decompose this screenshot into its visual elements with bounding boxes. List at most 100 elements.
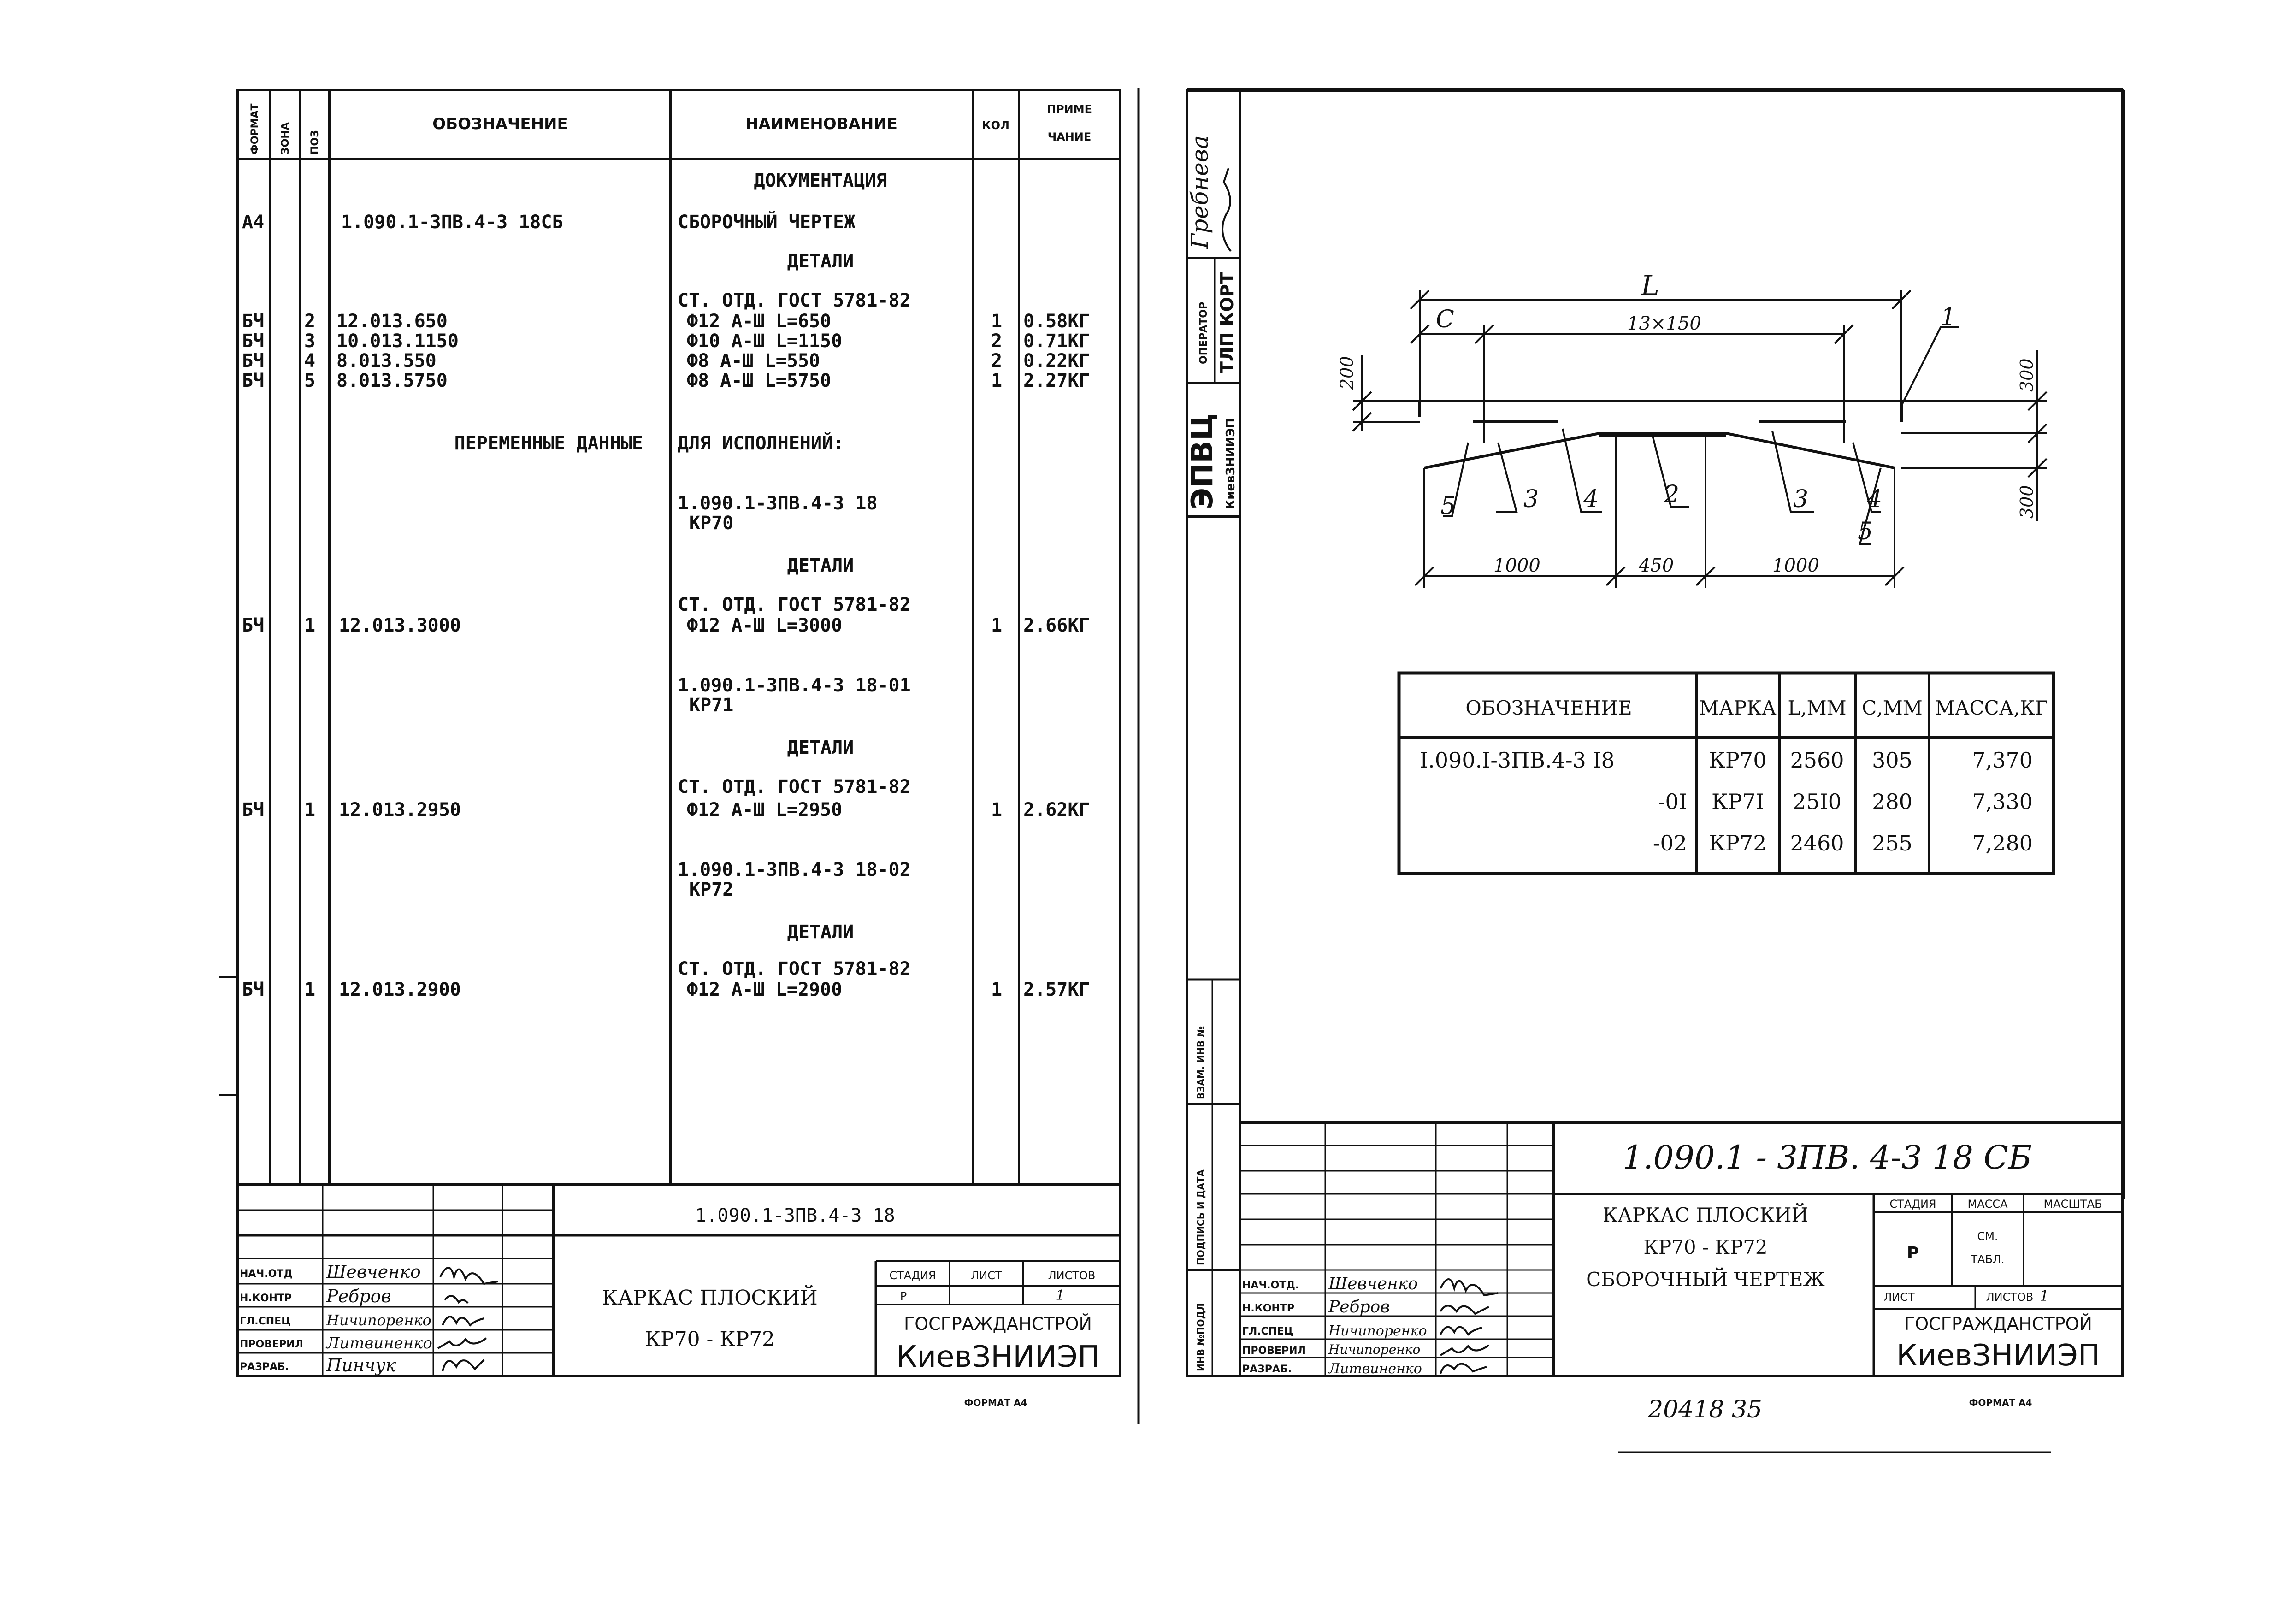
- version-mark: КР70: [689, 513, 733, 534]
- stamp-doc-code: 1.090.1 - 3ПВ. 4-3 18 СБ: [1623, 1139, 2032, 1176]
- margin-sign-label: ПОДПИСЬ И ДАТА: [1195, 1169, 1206, 1265]
- version-part-name: Ф12 А-Ш L=2950: [687, 799, 842, 821]
- stamp-stage-label: СТАДИЯ: [889, 1269, 936, 1282]
- stamp-role: РАЗРАБ.: [240, 1361, 289, 1373]
- dim-1000-right-label: 1000: [1772, 555, 1819, 576]
- table-cell-c: 255: [1872, 831, 1912, 856]
- dim-L-label: L: [1641, 270, 1659, 302]
- version-part-note: 2.62КГ: [1023, 799, 1090, 821]
- frame-drawing: [1352, 289, 2048, 588]
- header-pos: ПОЗ: [309, 130, 321, 154]
- variable-data-label: ПЕРЕМЕННЫЕ ДАННЫЕ: [454, 433, 643, 454]
- part-format: БЧ: [242, 311, 264, 332]
- left-sheet: [219, 88, 1140, 1424]
- version-part-qty: 1: [991, 979, 1002, 1000]
- position-label: 4: [1583, 485, 1599, 513]
- table-header-mark: МАРКА: [1699, 697, 1777, 719]
- stamp-name: Шевченко: [326, 1262, 421, 1282]
- position-label: 3: [1793, 485, 1808, 513]
- version-part-code: 12.013.2900: [339, 979, 461, 1000]
- stamp-name: Ребров: [326, 1286, 391, 1306]
- stamp-role: ГЛ.СПЕЦ: [1242, 1326, 1293, 1337]
- stamp-sheets-label: ЛИСТОВ: [1986, 1291, 2034, 1304]
- header-format: ФОРМАТ: [249, 103, 261, 154]
- margin-inv-label: ВЗАМ. ИНВ №: [1195, 1026, 1206, 1099]
- table-cell-length: 2460: [1790, 831, 1844, 856]
- for-versions-label: ДЛЯ ИСПОЛНЕНИЙ:: [678, 432, 844, 454]
- stamp-role: ПРОВЕРИЛ: [240, 1339, 303, 1350]
- version-part-code: 12.013.2950: [339, 799, 461, 821]
- version-part-note: 2.66КГ: [1023, 615, 1090, 636]
- stamp-title-2: КР70 - КР72: [1643, 1236, 1767, 1258]
- part-row: БЧ 4 8.013.550 Ф8 А-Ш L=550 2 0.22КГ: [242, 350, 1090, 372]
- stamp-sheets-label: ЛИСТОВ: [1048, 1269, 1096, 1282]
- version-part-note: 2.57КГ: [1023, 979, 1090, 1000]
- version-part-code: 12.013.3000: [339, 615, 461, 636]
- margin-signature-mark: [1222, 168, 1232, 252]
- table-cell-c: 305: [1872, 748, 1912, 773]
- dim-300-lower-label: 300: [2017, 485, 2037, 519]
- dim-200-label: 200: [1337, 356, 1357, 390]
- part-qty: 1: [991, 370, 1002, 391]
- table-cell-c: 280: [1872, 789, 1912, 814]
- part-note: 2.27КГ: [1023, 370, 1090, 391]
- version-part-qty: 1: [991, 799, 1002, 821]
- stamp-stage-value: Р: [1907, 1244, 1919, 1263]
- drawing-labels: L C 13×150 200 300 300 1000 450 1000 1 2…: [1337, 270, 2037, 576]
- version-mark: КР71: [689, 695, 733, 716]
- stamp-role: ГЛ.СПЕЦ: [240, 1316, 291, 1327]
- dim-300-upper-label: 300: [2017, 358, 2037, 392]
- version-part-format: БЧ: [242, 979, 264, 1000]
- format-note: ФОРМАТ А4: [1969, 1397, 2032, 1408]
- stamp-sheets-value: 1: [1056, 1287, 1064, 1304]
- table-header-mass: МАССА,КГ: [1935, 697, 2048, 719]
- part-qty: 2: [991, 350, 1002, 372]
- stamp-title-1: КАРКАС ПЛОСКИЙ: [1603, 1202, 1808, 1226]
- stamp-name: Пинчук: [326, 1355, 396, 1376]
- stamp-title-3: СБОРОЧНЫЙ ЧЕРТЕЖ: [1586, 1267, 1825, 1291]
- margin-signature-name: Гребнева: [1186, 135, 1213, 249]
- part-pos: 4: [304, 350, 315, 372]
- margin-operator-value: ТЛП КОРТ: [1217, 272, 1237, 373]
- stamp-stage-value: Р: [900, 1290, 907, 1303]
- table-cell-mark: КР72: [1709, 831, 1766, 856]
- position-label: 4: [1866, 485, 1882, 513]
- part-name: Ф12 А-Ш L=650: [687, 311, 831, 332]
- header-note-2: ЧАНИЕ: [1048, 130, 1092, 143]
- header-qty: КОЛ: [982, 119, 1009, 132]
- position-label: 3: [1523, 485, 1539, 513]
- margin-operator-label: ОПЕРАТОР: [1198, 302, 1210, 364]
- version-code: 1.090.1-3ПВ.4-3 18-02: [678, 859, 911, 880]
- part-note: 0.58КГ: [1023, 311, 1090, 332]
- part-qty: 2: [991, 331, 1002, 352]
- stamp-org-1: ГОСГРАЖДАНСТРОЙ: [1904, 1314, 2092, 1334]
- part-row: БЧ 2 12.013.650 Ф12 А-Ш L=650 1 0.58КГ: [242, 311, 1090, 332]
- stamp-scale-label: МАСШТАБ: [2043, 1198, 2102, 1211]
- margin-epvc: ЭПВЦ: [1186, 413, 1220, 509]
- right-title-block: 1.090.1 - 3ПВ. 4-3 18 СБ КАРКАС ПЛОСКИЙ …: [1242, 1139, 2102, 1423]
- stamp-role: НАЧ.ОТД.: [1242, 1280, 1299, 1291]
- version-gost: СТ. ОТД. ГОСТ 5781-82: [678, 594, 911, 615]
- version-part-name: Ф12 А-Ш L=3000: [687, 615, 842, 636]
- versions-table: [1397, 671, 2055, 875]
- version-code: 1.090.1-3ПВ.4-3 18-01: [678, 675, 911, 696]
- table-cell-mass: 7,330: [1972, 789, 2033, 814]
- part-code: 8.013.5750: [336, 370, 448, 391]
- table-row: -0I КР7I 25I0 280 7,330: [1658, 789, 2033, 814]
- part-format: БЧ: [242, 331, 264, 352]
- bottom-numbers: 20418 35: [1647, 1396, 1762, 1423]
- signature-mark: [437, 1267, 498, 1372]
- position-label: 5: [1440, 492, 1456, 520]
- format-note: ФОРМАТ А4: [964, 1397, 1027, 1408]
- signature-mark: [1440, 1278, 1499, 1374]
- dim-450-label: 450: [1638, 555, 1674, 576]
- stamp-name: Литвиненко: [325, 1334, 432, 1352]
- table-cell-length: 2560: [1790, 748, 1844, 773]
- version-part-name: Ф12 А-Ш L=2900: [687, 979, 842, 1000]
- part-note: 0.71КГ: [1023, 331, 1090, 352]
- stamp-name: Ничипоренко: [326, 1311, 431, 1329]
- stamp-role: Н.КОНТР: [240, 1293, 292, 1304]
- version-mark: КР72: [689, 879, 733, 900]
- section-documentation: ДОКУМЕНТАЦИЯ: [754, 170, 887, 191]
